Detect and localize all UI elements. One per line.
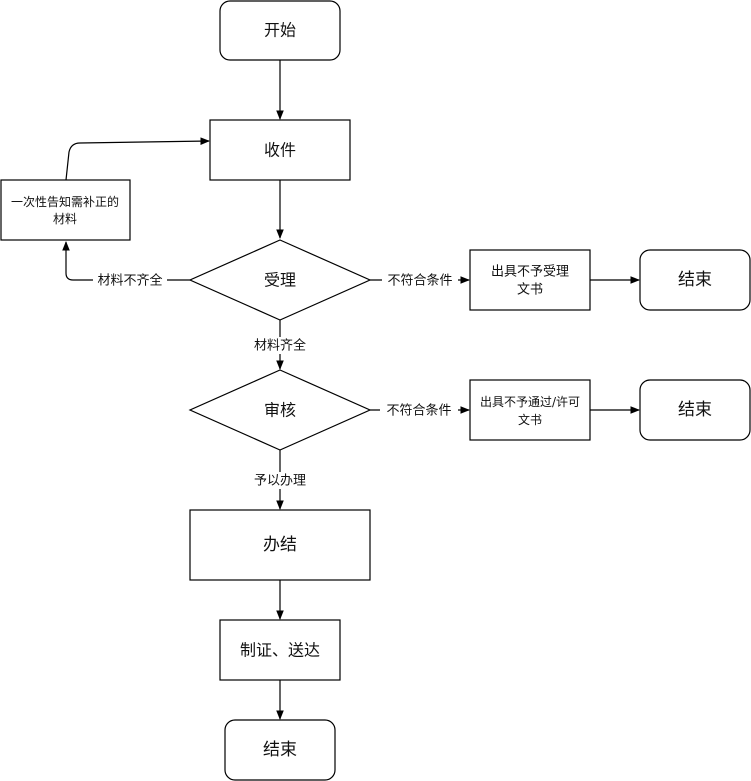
edge-label-approve-handle: 予以办理 <box>254 474 306 489</box>
node-complete: 办结 <box>189 509 371 581</box>
node-end-reject-accept: 结束 <box>639 249 751 311</box>
node-reject-accept-label-line2: 文书 <box>517 283 543 298</box>
node-end-reject-review: 结束 <box>639 379 751 441</box>
node-issue-deliver-label: 制证、送达 <box>240 641 320 660</box>
node-end-reject-review-label: 结束 <box>678 400 712 420</box>
node-issue-deliver: 制证、送达 <box>219 619 341 681</box>
node-complete-label: 办结 <box>263 535 297 555</box>
node-notify-correction-label-line1: 一次性告知需补正的 <box>11 194 119 209</box>
node-reject-review: 出具不予通过/许可 文书 <box>469 379 591 441</box>
node-accept-label: 受理 <box>264 271 296 290</box>
edge-notify-to-receive <box>65 137 210 181</box>
node-start: 开始 <box>219 0 341 61</box>
node-notify-correction-label-line2: 材料 <box>53 212 77 226</box>
node-receive: 收件 <box>209 119 351 181</box>
node-reject-review-label-line2: 文书 <box>518 412 542 427</box>
node-start-label: 开始 <box>264 21 296 40</box>
node-reject-review-label-line1: 出具不予通过/许可 <box>480 395 580 409</box>
node-review-label: 审核 <box>264 401 296 420</box>
node-notify-correction: 一次性告知需补正的 材料 <box>0 179 131 241</box>
edge-accept-to-notify <box>62 241 190 281</box>
node-review-decision: 审核 <box>188 369 372 451</box>
node-end-reject-accept-label: 结束 <box>678 270 712 290</box>
node-accept-decision: 受理 <box>188 239 372 321</box>
edge-label-accept-not-qualified: 不符合条件 <box>387 273 452 289</box>
node-receive-label: 收件 <box>264 141 296 160</box>
node-reject-accept-label-line1: 出具不予受理 <box>491 265 569 280</box>
node-end-final-label: 结束 <box>263 740 297 760</box>
edge-labels: 材料不齐全 不符合条件 材料齐全 不符合条件 予以办理 <box>93 272 458 489</box>
edge-label-review-not-qualified: 不符合条件 <box>386 403 451 419</box>
node-end-final: 结束 <box>224 719 336 781</box>
node-reject-accept: 出具不予受理 文书 <box>469 249 591 311</box>
edge-label-incomplete-materials: 材料不齐全 <box>97 273 162 289</box>
edge-label-complete-materials: 材料齐全 <box>254 338 306 354</box>
